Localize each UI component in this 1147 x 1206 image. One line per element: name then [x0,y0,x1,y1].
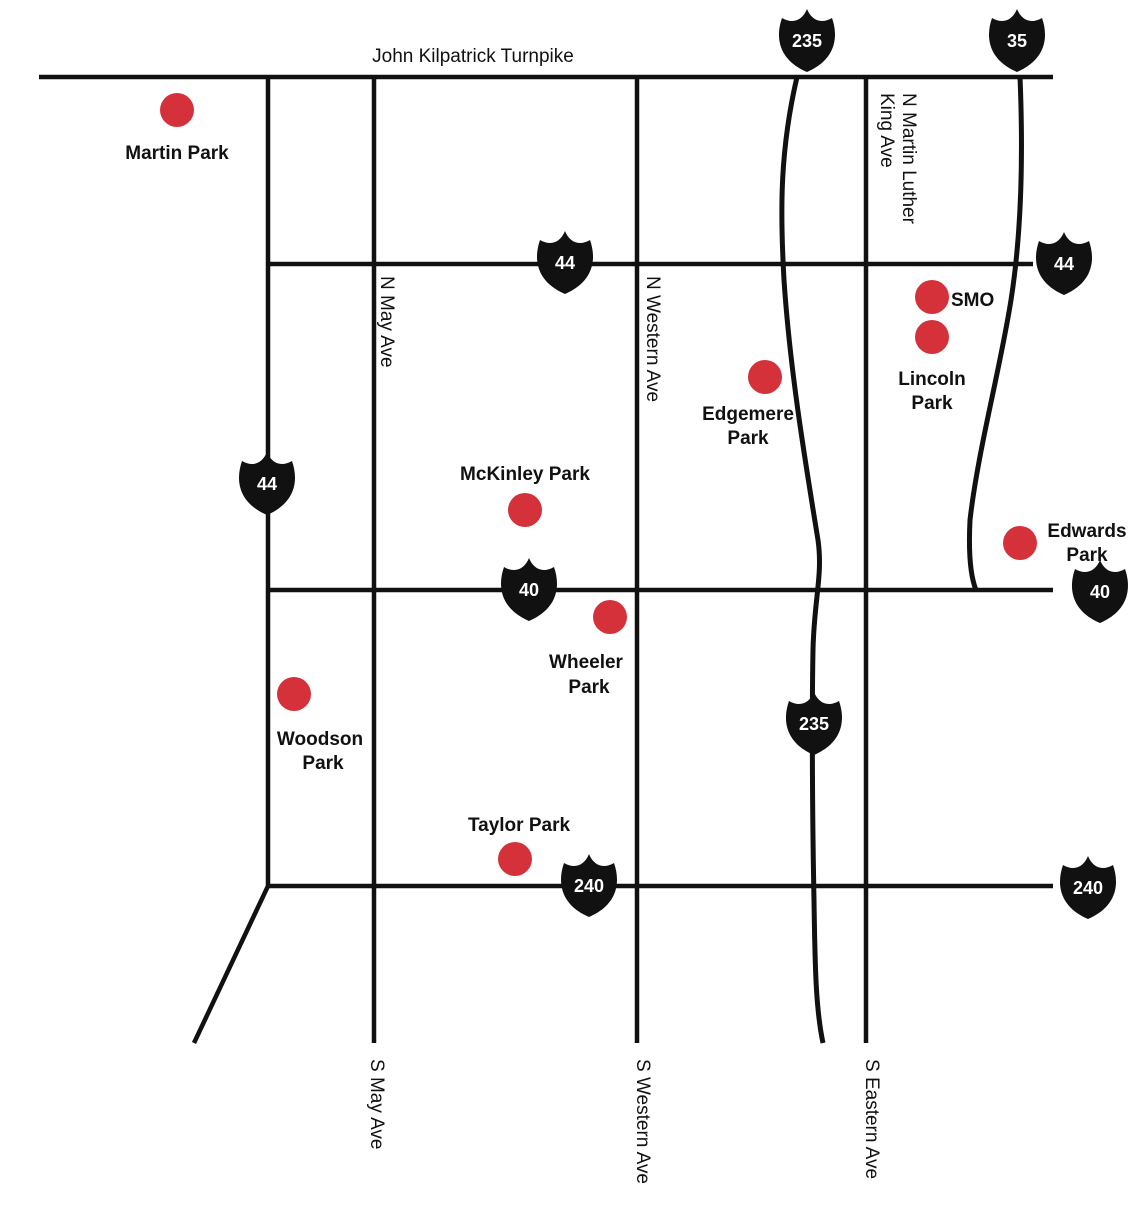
svg-text:40: 40 [1090,582,1110,602]
s-may-label: S May Ave [366,1059,387,1149]
lincoln-park-label-line2: Park [911,393,953,414]
edgemere-park-marker[interactable] [748,360,782,394]
svg-text:235: 235 [799,714,829,734]
svg-text:44: 44 [555,253,575,273]
wheeler-park-label-line1: Wheeler [549,652,624,673]
road-network [39,74,1053,1044]
edwards-park-label-line1: Edwards [1047,521,1126,542]
i235-highway [779,76,826,1044]
interstate-235-top-shield-icon: 235 [778,9,836,72]
svg-text:44: 44 [257,474,277,494]
svg-text:44: 44 [1054,254,1074,274]
s-eastern-label: S Eastern Ave [861,1059,882,1179]
i35-highway [966,76,1024,591]
taylor-park-label: Taylor Park [468,815,571,836]
edwards-park-label-line2: Park [1066,545,1108,566]
parks: Martin Park SMO Lincoln Park Edgemere Pa… [125,93,1127,876]
lincoln-park-marker[interactable] [915,320,949,354]
svg-text:35: 35 [1007,31,1027,51]
interstate-40-mid-shield-icon: 40 [500,558,558,621]
n-mlk-label-line2: King Ave [876,93,897,168]
street-labels: John Kilpatrick Turnpike N Martin Luther… [366,46,919,1184]
interstate-35-shield-icon: 35 [988,9,1046,72]
edgemere-park-label-line2: Park [727,428,769,449]
edwards-park-marker[interactable] [1003,526,1037,560]
martin-park-label: Martin Park [125,143,229,164]
wheeler-park-marker[interactable] [593,600,627,634]
interstate-40-right-shield-icon: 40 [1071,560,1129,623]
lincoln-park-label-line1: Lincoln [898,369,966,390]
n-western-label: N Western Ave [642,276,663,402]
smo-marker[interactable] [915,280,949,314]
wheeler-park-label-line2: Park [568,677,610,698]
s-western-label: S Western Ave [632,1059,653,1184]
svg-text:240: 240 [574,876,604,896]
n-mlk-label-line1: N Martin Luther [898,93,919,225]
edgemere-park-label-line1: Edgemere [702,404,794,425]
interstate-235-lower-shield-icon: 235 [785,692,843,755]
svg-text:40: 40 [519,580,539,600]
john-kilpatrick-label: John Kilpatrick Turnpike [372,46,574,67]
smo-label: SMO [951,290,994,311]
interstate-44-mid-shield-icon: 44 [536,231,594,294]
interstate-44-left-shield-icon: 44 [238,452,296,515]
interstate-44-right-shield-icon: 44 [1035,232,1093,295]
svg-text:235: 235 [792,31,822,51]
woodson-park-label-line1: Woodson [277,729,363,750]
interstate-240-mid-shield-icon: 240 [560,854,618,917]
mckinley-park-label: McKinley Park [460,464,590,485]
interstate-shields: 235 35 44 44 44 40 40 235 [238,9,1129,919]
woodson-park-marker[interactable] [277,677,311,711]
martin-park-marker[interactable] [160,93,194,127]
woodson-park-label-line2: Park [302,753,344,774]
n-may-label: N May Ave [376,276,397,368]
diagonal-road [191,885,271,1044]
taylor-park-marker[interactable] [498,842,532,876]
mckinley-park-marker[interactable] [508,493,542,527]
svg-text:240: 240 [1073,878,1103,898]
interstate-240-right-shield-icon: 240 [1059,856,1117,919]
